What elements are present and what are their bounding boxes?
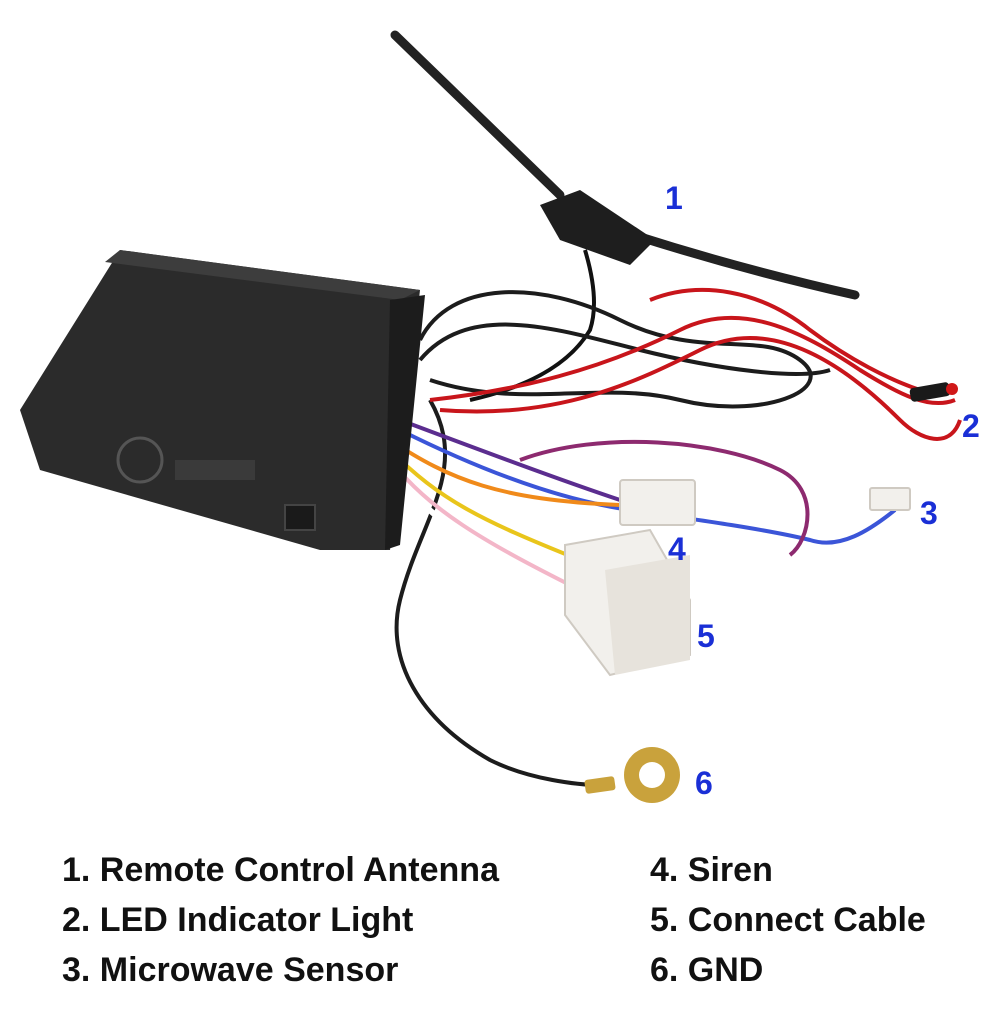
callout-6: 6	[695, 765, 713, 801]
product-photo	[20, 30, 962, 803]
ground-ring-terminal	[584, 747, 680, 803]
callout-5: 5	[697, 618, 715, 654]
legend-item-led: 2. LED Indicator Light	[62, 901, 414, 939]
callout-4: 4	[668, 531, 686, 567]
legend-item-antenna: 1. Remote Control Antenna	[62, 851, 499, 889]
legend-item-gnd: 6. GND	[650, 951, 764, 989]
legend-item-siren: 4. Siren	[650, 851, 773, 889]
legend-item-connect-cable: 5. Connect Cable	[650, 901, 926, 939]
callout-3: 3	[920, 495, 938, 531]
red-wires	[429, 288, 962, 441]
callout-2: 2	[962, 408, 980, 444]
connectors	[564, 479, 911, 677]
control-unit	[20, 250, 425, 550]
led-indicator	[909, 382, 958, 402]
callout-1: 1	[665, 180, 683, 216]
legend-item-microwave-sensor: 3. Microwave Sensor	[62, 951, 399, 989]
